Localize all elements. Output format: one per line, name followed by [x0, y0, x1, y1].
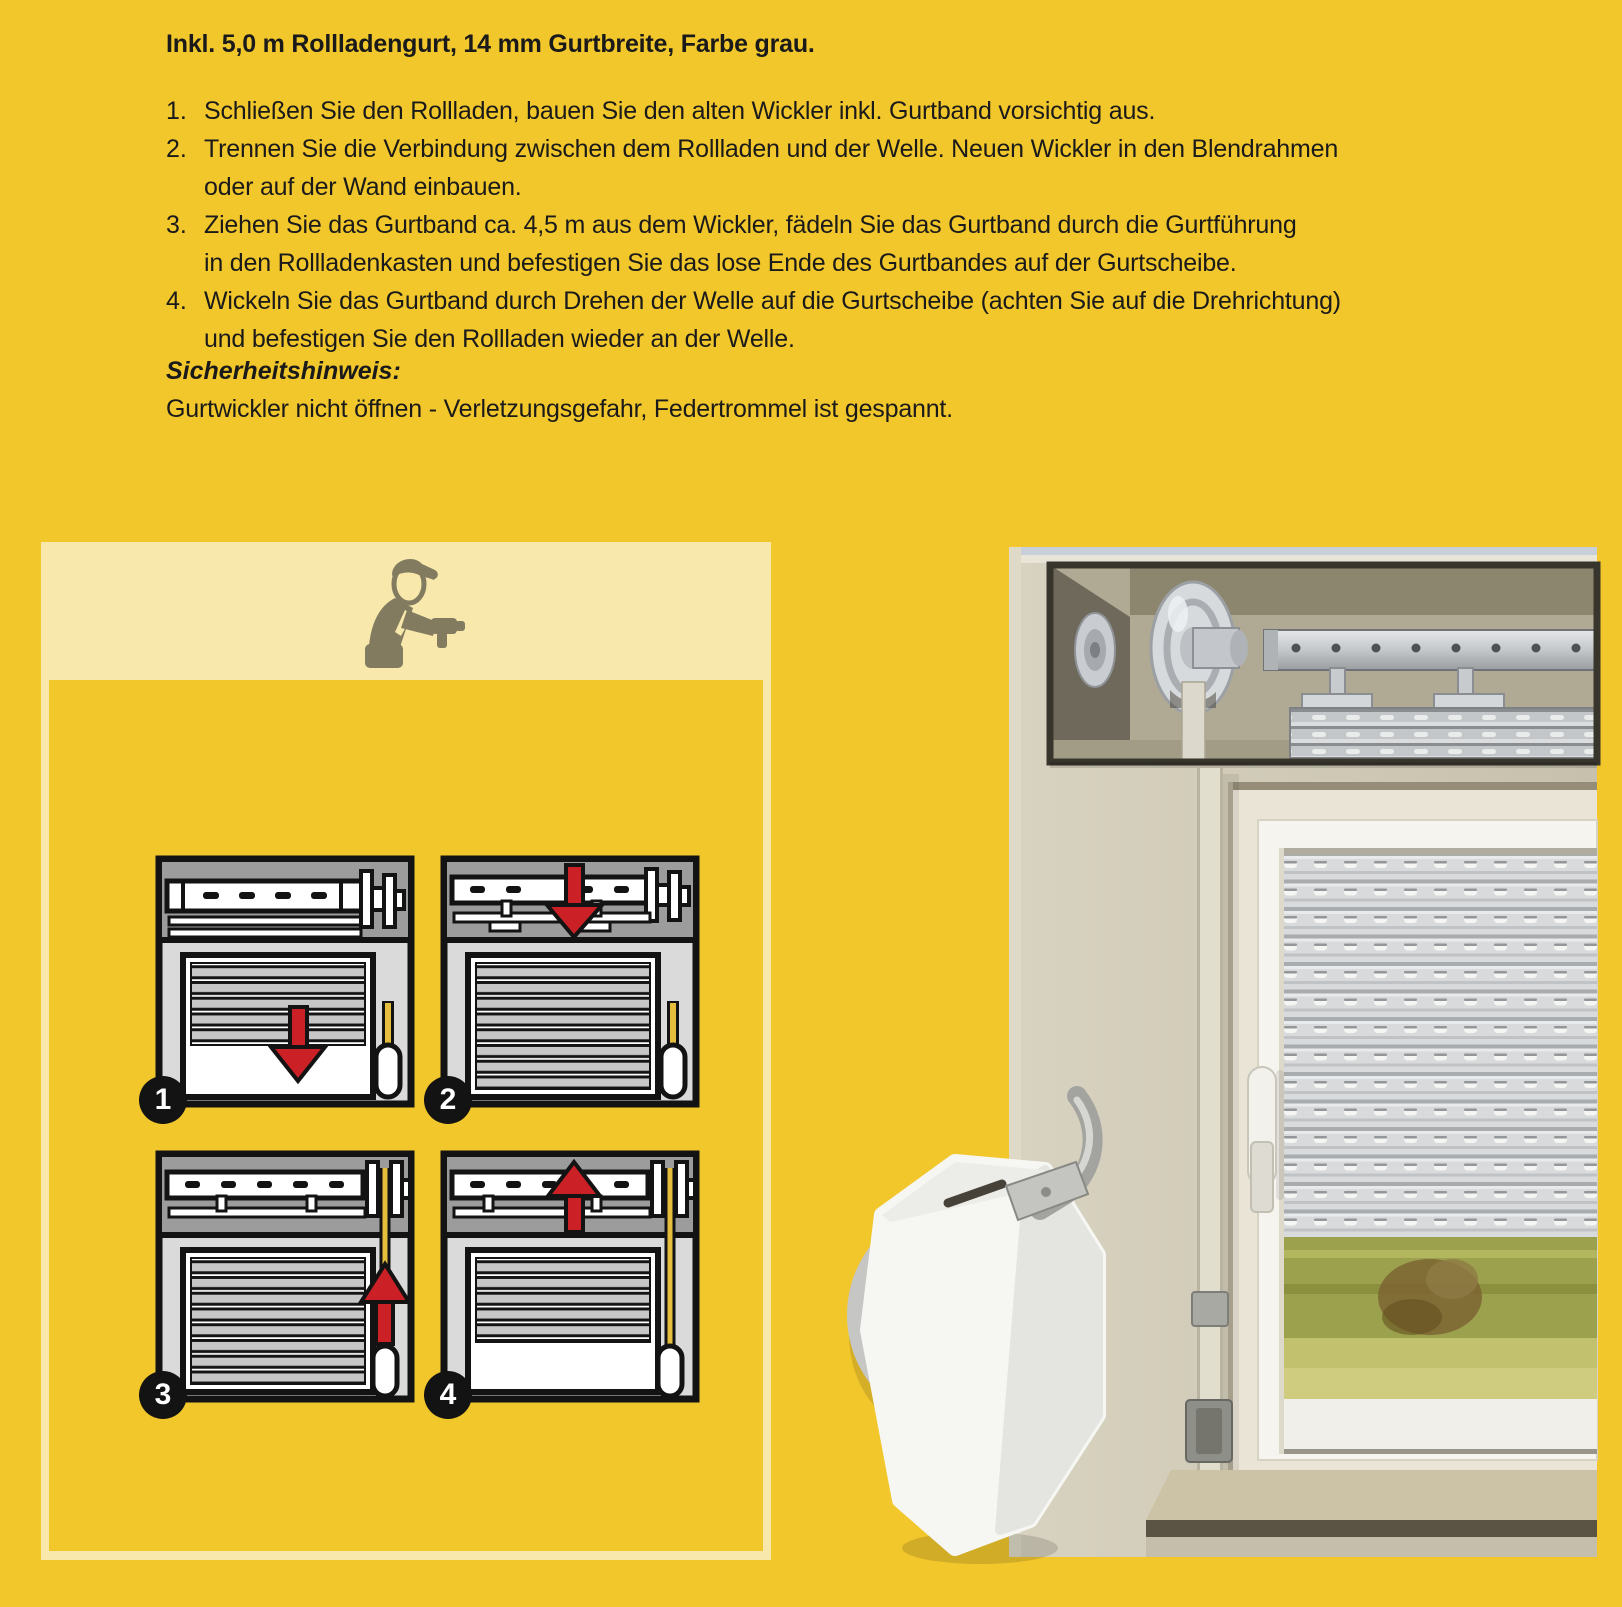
step-text: und befestigen Sie den Rollladen wieder … [204, 325, 795, 353]
intro-block: Inkl. 5,0 m Rollladengurt, 14 mm Gurtbre… [166, 30, 815, 59]
belt-wheel-end [365, 1160, 412, 1218]
safety-text: Gurtwickler nicht öffnen - Verletzungsge… [166, 395, 953, 423]
connection-clips [167, 1194, 367, 1219]
window [1228, 782, 1598, 1490]
diagram-step-3: 3 [139, 1150, 415, 1419]
step-item: 4. Wickeln Sie das Gurtband durch Drehen… [166, 282, 1341, 358]
shutter-curtain-in-window [1284, 855, 1597, 1237]
shutter-box-cutaway [1046, 561, 1601, 768]
panel-body: 1 [49, 680, 763, 1551]
step-text: Wickeln Sie das Gurtband durch Drehen de… [204, 287, 1341, 315]
step-number: 1. [166, 97, 187, 125]
belt-in-box [1181, 681, 1206, 763]
rolled-shutter-curtain [1289, 707, 1598, 759]
window-handle [1247, 1066, 1284, 1213]
connection-clips [452, 1194, 652, 1219]
panel-header [41, 542, 771, 680]
shutter-slats [190, 962, 366, 1046]
meadow-view [1284, 1237, 1597, 1399]
arrow-down-icon [266, 1005, 330, 1085]
product-photo-svg [847, 547, 1601, 1564]
installer-with-drill-icon [365, 559, 465, 668]
belt-pulley-gurtscheibe [1149, 580, 1248, 716]
step-text: in den Rollladenkasten und befestigen Si… [204, 249, 1237, 277]
diagram-step-1: 1 [139, 855, 415, 1124]
step-text: Schließen Sie den Rollladen, bauen Sie d… [204, 97, 1156, 125]
step-text: Trennen Sie die Verbindung zwischen dem … [204, 135, 1339, 163]
step-number: 2. [166, 135, 187, 163]
step-text: oder auf der Wand einbauen. [204, 173, 522, 201]
step-badge: 1 [139, 1076, 187, 1124]
step-badge: 2 [424, 1076, 472, 1124]
step-item: 2. Trennen Sie die Verbindung zwischen d… [166, 130, 1341, 206]
belt-winder [658, 1001, 688, 1100]
step-number: 4. [166, 287, 187, 315]
belt-gurtband-channel [1185, 768, 1239, 1470]
shutter-slats [475, 962, 651, 1090]
hanger-straps [1301, 667, 1505, 709]
step-item: 3. Ziehen Sie das Gurtband ca. 4,5 m aus… [166, 206, 1341, 282]
safety-heading: Sicherheitshinweis: [166, 357, 401, 385]
window-sill [1146, 1470, 1597, 1557]
belt-slot [943, 1179, 1007, 1208]
octagonal-shaft-welle [1263, 629, 1598, 671]
belt-winder [373, 1001, 403, 1100]
product-photo [830, 522, 1622, 1602]
instruction-panel: 1 [41, 542, 771, 1560]
arrow-up-icon [543, 1158, 605, 1234]
installation-steps: 1. Schließen Sie den Rollladen, bauen Si… [166, 92, 1341, 358]
shutter-slats [190, 1257, 366, 1385]
surface-belt-winder [860, 1086, 1106, 1564]
shaft-welle [449, 874, 651, 906]
step-badge: 3 [139, 1371, 187, 1419]
shaft-welle [164, 878, 366, 914]
step-number: 3. [166, 211, 187, 239]
belt-connector [1191, 1291, 1229, 1327]
belt-hook [1004, 1086, 1103, 1222]
diagram-step-4: 4 [424, 1150, 700, 1419]
diagram-step-2: 2 [424, 855, 700, 1124]
step-item: 1. Schließen Sie den Rollladen, bauen Si… [166, 92, 1341, 130]
shaft-welle [164, 1169, 366, 1201]
shutter-slats [475, 1257, 651, 1343]
wall-mount-plate [1074, 612, 1116, 688]
step-text: Ziehen Sie das Gurtband ca. 4,5 m aus de… [204, 211, 1297, 239]
belt-wheel-end [359, 869, 406, 929]
belt-winder [655, 1343, 685, 1399]
safety-note: Sicherheitshinweis: Gurtwickler nicht öf… [166, 352, 953, 428]
step-badge: 4 [424, 1371, 472, 1419]
page-title: Inkl. 5,0 m Rollladengurt, 14 mm Gurtbre… [166, 30, 815, 58]
arrow-down-icon [542, 863, 607, 941]
belt-wheel-end [650, 1160, 697, 1218]
belt-winder [370, 1343, 400, 1399]
